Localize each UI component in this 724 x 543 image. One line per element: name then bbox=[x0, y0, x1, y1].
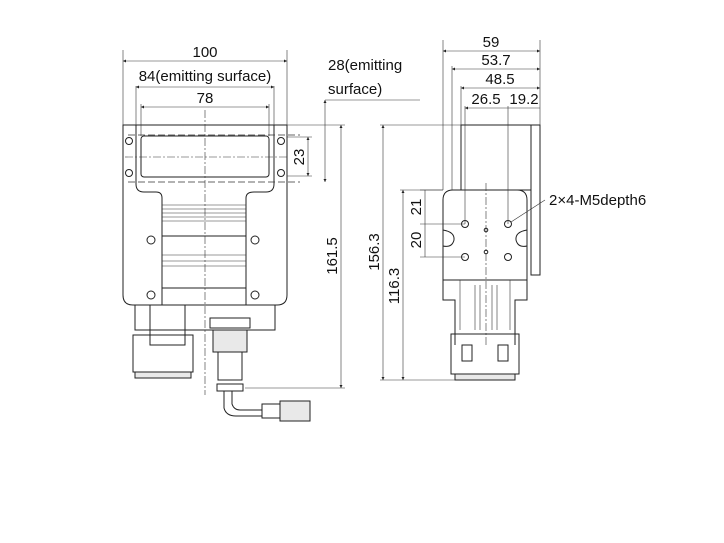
front-view: 100 84(emitting surface) 78 23 28(emitti… bbox=[122, 44, 420, 422]
dim-20: 20 bbox=[408, 232, 425, 249]
threaded-holes bbox=[461, 220, 512, 261]
side-lower-block bbox=[442, 189, 528, 281]
side-fins bbox=[442, 280, 528, 345]
dim-23: 23 bbox=[291, 149, 308, 166]
cable-connector bbox=[209, 317, 311, 422]
hole-callout: 2×4-M5depth6 bbox=[549, 192, 646, 209]
dim-161-5: 161.5 bbox=[324, 237, 341, 275]
side-view: 59 53.7 48.5 26.5 19.2 21 20 156.3 116.3… bbox=[366, 34, 646, 381]
front-dimensions: 100 84(emitting surface) 78 23 28(emitti… bbox=[122, 44, 420, 389]
dim-26-5: 26.5 bbox=[471, 91, 500, 108]
knurled-nut bbox=[212, 329, 248, 353]
dim-59: 59 bbox=[483, 34, 500, 51]
side-dimensions: 59 53.7 48.5 26.5 19.2 21 20 156.3 116.3… bbox=[366, 34, 646, 381]
dim-156-3: 156.3 bbox=[366, 233, 383, 271]
dim-21: 21 bbox=[408, 199, 425, 216]
mounting-screws bbox=[125, 137, 285, 300]
dim-116-3: 116.3 bbox=[386, 268, 403, 304]
dim-28-line1: 28(emitting bbox=[328, 57, 402, 74]
dim-78: 78 bbox=[197, 90, 214, 107]
bracket-bottom bbox=[132, 304, 276, 379]
front-body-outline bbox=[122, 124, 288, 306]
dim-28-line2: surface) bbox=[328, 81, 382, 98]
side-upper-body bbox=[460, 124, 532, 191]
dim-53-7: 53.7 bbox=[481, 52, 510, 69]
cooling-fins bbox=[162, 204, 246, 289]
dim-100: 100 bbox=[192, 44, 217, 61]
dim-48-5: 48.5 bbox=[485, 71, 514, 88]
side-bracket bbox=[450, 333, 520, 381]
dim-84-emitting: 84(emitting surface) bbox=[139, 68, 272, 85]
dim-19-2: 19.2 bbox=[509, 91, 538, 108]
